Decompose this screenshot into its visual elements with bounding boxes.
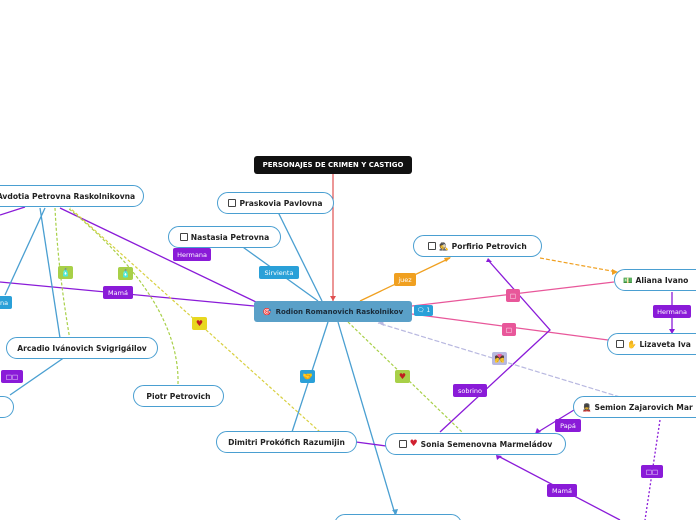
node-praskovia-label: Praskovia Pavlovna xyxy=(239,198,323,208)
link-arcadio-left xyxy=(9,356,66,396)
heart-icon[interactable]: ♥ xyxy=(192,317,207,330)
link-sobrino xyxy=(439,259,551,433)
relation-hermana-right[interactable]: Hermana xyxy=(653,305,691,318)
comment-badge[interactable]: 🗨 1 xyxy=(414,305,433,316)
map-title[interactable]: PERSONAJES DE CRIMEN Y CASTIGO xyxy=(254,156,412,174)
node-dimitri[interactable]: Dimitri Prokófich Razumijin xyxy=(216,431,357,453)
node-piotr[interactable]: Piotr Petrovich xyxy=(133,385,224,407)
dashed-arcadio xyxy=(54,207,71,341)
relation-hermana-left[interactable]: Hermana xyxy=(173,248,211,261)
checkbox-icon xyxy=(398,440,407,448)
node-arcadio-label: Arcadio Ivánovich Svigrigáilov xyxy=(17,343,147,353)
heart-icon: ♥ xyxy=(409,439,418,449)
checkbox-icon xyxy=(428,242,437,250)
dashed-sonia xyxy=(347,321,463,433)
node-nastasia[interactable]: Nastasia Petrovna xyxy=(168,226,281,248)
dotted-semion-down xyxy=(644,419,661,520)
dashed-porfirio-aliana xyxy=(539,257,618,273)
checkbox-icon xyxy=(228,199,237,207)
bottle-icon[interactable]: 🧴 xyxy=(118,267,133,280)
guard-icon: 💂 xyxy=(582,402,592,412)
link-avdotia-na xyxy=(4,207,46,296)
node-avdotia[interactable]: Avdotia Petrovna Raskolnikovna xyxy=(0,185,144,207)
central-topic[interactable]: 🎯 Rodion Romanovich Raskolnikov xyxy=(254,301,412,322)
node-semion-label: Semion Zajarovich Mar xyxy=(594,402,693,412)
node-bottom[interactable] xyxy=(334,514,462,520)
central-topic-label: Rodion Romanovich Raskolnikov xyxy=(275,307,404,316)
bottle-icon[interactable]: 🧴 xyxy=(58,266,73,279)
handshake-icon[interactable]: 🤝 xyxy=(300,370,315,383)
relation-sirvienta[interactable]: Sirvienta xyxy=(259,266,299,279)
node-dimitri-label: Dimitri Prokófich Razumijin xyxy=(228,437,345,447)
link-avdotia-left xyxy=(0,206,26,216)
relation-square-2[interactable]: □ xyxy=(502,323,516,336)
relation-papa[interactable]: Papá xyxy=(555,419,581,432)
node-arcadio[interactable]: Arcadio Ivánovich Svigrigáilov xyxy=(6,337,158,359)
node-praskovia[interactable]: Praskovia Pavlovna xyxy=(217,192,334,214)
dashed-piotr xyxy=(67,207,179,385)
hand-icon: ✋ xyxy=(627,339,637,349)
detective-icon: 🕵 xyxy=(439,241,449,251)
node-avdotia-label: Avdotia Petrovna Raskolnikovna xyxy=(0,191,136,201)
node-lizaveta-label: Lizaveta Iva xyxy=(639,339,691,349)
relation-squares-right[interactable]: □□ xyxy=(641,465,663,478)
node-aliana-label: Aliana Ivano xyxy=(635,275,689,285)
relation-mama-left[interactable]: Mamá xyxy=(103,286,133,299)
link-bottom xyxy=(337,321,396,515)
checkbox-icon xyxy=(179,233,188,241)
node-sonia[interactable]: ♥ Sonia Semenovna Marmeládov xyxy=(385,433,566,455)
link-arcadio-avdotia xyxy=(39,207,61,339)
money-icon: 💵 xyxy=(623,275,633,285)
relation-na[interactable]: na xyxy=(0,296,12,309)
node-porfirio-label: Porfirio Petrovich xyxy=(451,241,527,251)
link-praskovia xyxy=(277,211,323,302)
heart-icon[interactable]: ♥ xyxy=(395,370,410,383)
relation-sobrino[interactable]: sobrino xyxy=(453,384,487,397)
node-lizaveta[interactable]: ✋ Lizaveta Iva xyxy=(607,333,696,355)
link-dimitri-sonia xyxy=(355,441,387,447)
node-sonia-label: Sonia Semenovna Marmeládov xyxy=(420,439,553,449)
node-piotr-label: Piotr Petrovich xyxy=(146,391,211,401)
kiss-icon[interactable]: 💏 xyxy=(492,352,507,365)
link-avdotia xyxy=(59,207,257,303)
node-porfirio[interactable]: 🕵 Porfirio Petrovich xyxy=(413,235,542,257)
relation-squares-left[interactable]: □□ xyxy=(1,370,23,383)
relation-square-1[interactable]: □ xyxy=(506,289,520,302)
target-icon: 🎯 xyxy=(262,307,272,316)
relation-juez[interactable]: juez xyxy=(394,273,416,286)
relation-mama-bottom[interactable]: Mamá xyxy=(547,484,577,497)
node-semion[interactable]: 💂 Semion Zajarovich Mar xyxy=(573,396,696,418)
node-nastasia-label: Nastasia Petrovna xyxy=(190,232,270,242)
node-aliana[interactable]: 💵 Aliana Ivano xyxy=(614,269,696,291)
checkbox-icon xyxy=(616,340,624,348)
